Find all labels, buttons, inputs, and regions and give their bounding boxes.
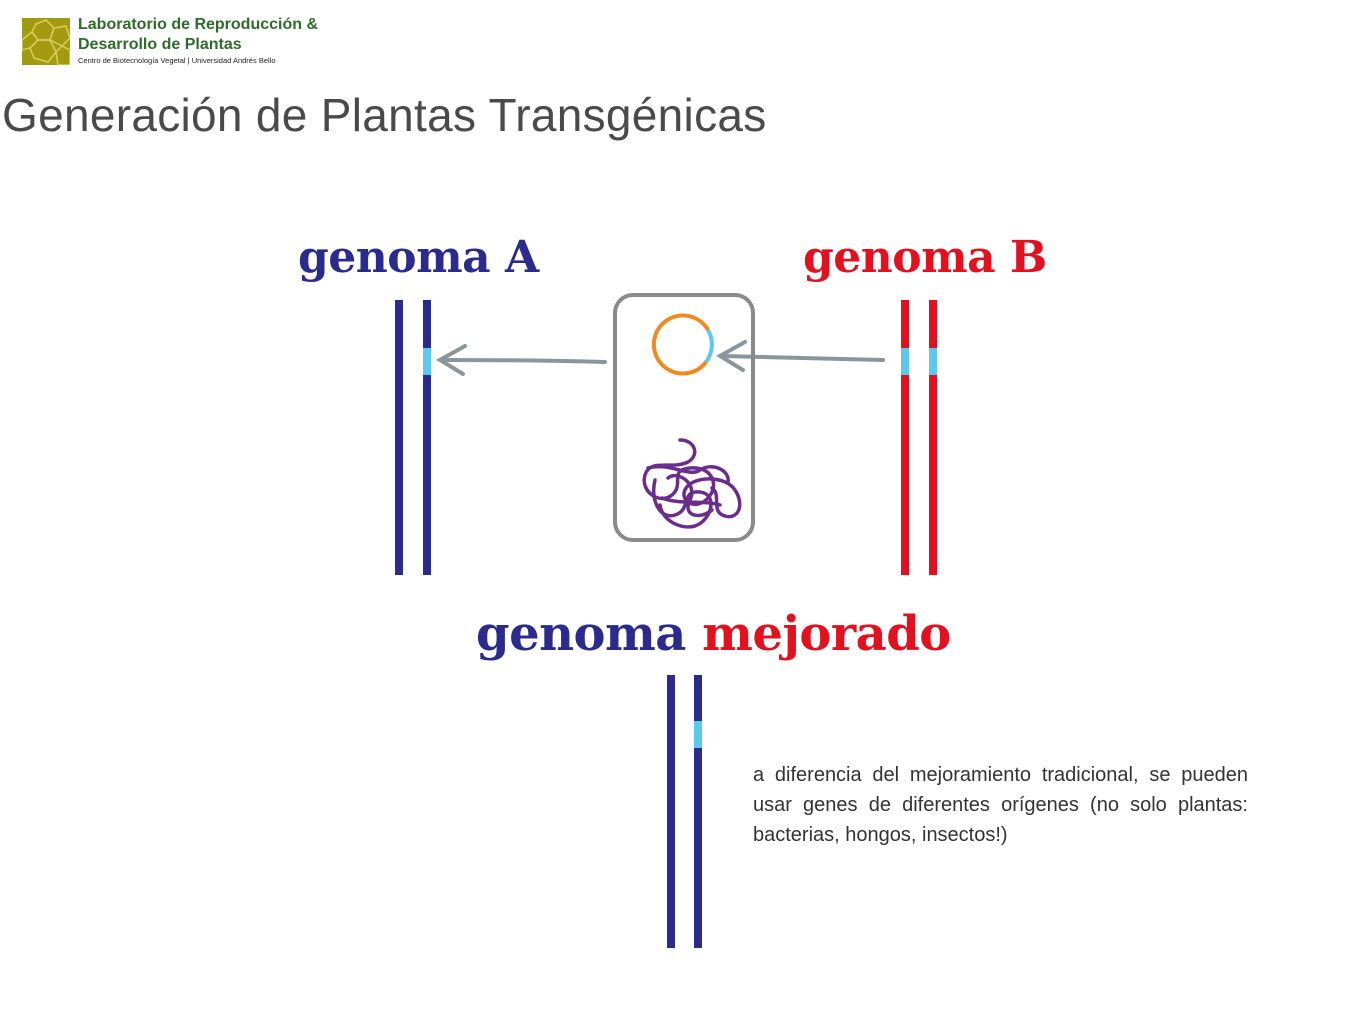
- transgene-insert: [423, 348, 431, 375]
- genome-a-label: genoma A: [298, 232, 539, 283]
- logo-subtitle: Centro de Biotecnología Vegetal | Univer…: [78, 56, 276, 65]
- honeycomb-logo-icon: [22, 18, 70, 65]
- improved-genome-label: genoma mejorado: [476, 606, 951, 662]
- explanatory-note: a diferencia del mejoramiento tradiciona…: [753, 764, 1248, 846]
- improved-genome-label-word2: mejorado: [702, 606, 951, 662]
- transgene-insert: [694, 721, 702, 748]
- genome-a-chromosome: [395, 300, 431, 575]
- gene-of-interest: [929, 348, 937, 375]
- improved-genome-chromosome: [667, 675, 702, 948]
- arrow-left-icon: [436, 344, 607, 376]
- logo-title-line1: Laboratorio de Reproducción &: [78, 16, 319, 33]
- bacterial-cell: [613, 293, 755, 542]
- logo-title-line2: Desarrollo de Plantas: [78, 36, 242, 53]
- bacterial-chromosome-icon: [642, 438, 742, 529]
- gene-of-interest: [901, 348, 909, 375]
- plasmid-icon: [651, 313, 714, 376]
- lab-logo: Laboratorio de Reproducción & Desarrollo…: [22, 16, 318, 68]
- page-title: Generación de Plantas Transgénicas: [2, 89, 767, 141]
- genome-b-chromosome: [901, 300, 937, 575]
- genome-b-label: genoma B: [803, 232, 1047, 283]
- arrow-left-icon: [716, 340, 885, 372]
- improved-genome-label-word1: genoma: [476, 606, 686, 662]
